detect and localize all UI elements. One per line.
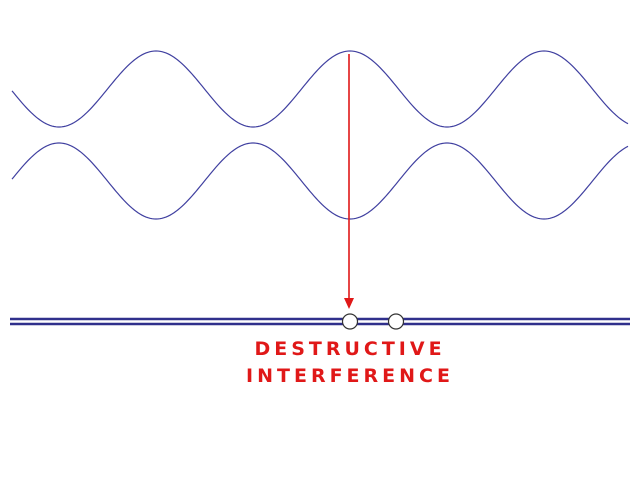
- caption-line-interference: INTERFERENCE: [246, 365, 454, 387]
- caption-line-destructive: DESTRUCTIVE: [254, 338, 446, 360]
- circle-marker-icon: [387, 313, 405, 330]
- wave-bottom: [11, 142, 629, 220]
- down-arrow-icon: [344, 298, 354, 309]
- circle-marker-icon: [341, 313, 359, 330]
- wave-top: [11, 50, 629, 128]
